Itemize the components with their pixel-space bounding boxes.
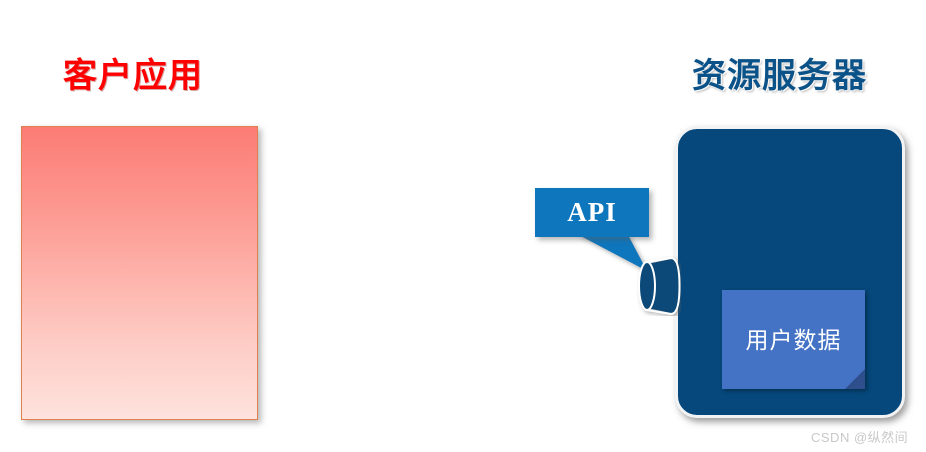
folded-corner-icon — [845, 369, 865, 389]
client-app-panel — [21, 126, 258, 420]
api-callout-box: API — [535, 188, 649, 237]
client-app-title: 客户应用 — [63, 57, 203, 95]
api-endpoint-cylinder-icon — [638, 257, 681, 315]
callout-tail-icon — [575, 233, 647, 271]
user-data-label: 用户数据 — [745, 326, 842, 353]
resource-server-title: 资源服务器 — [692, 57, 867, 95]
api-label: API — [567, 197, 617, 227]
user-data-note: 用户数据 — [722, 290, 865, 389]
watermark-text: CSDN @纵然间 — [811, 430, 909, 445]
